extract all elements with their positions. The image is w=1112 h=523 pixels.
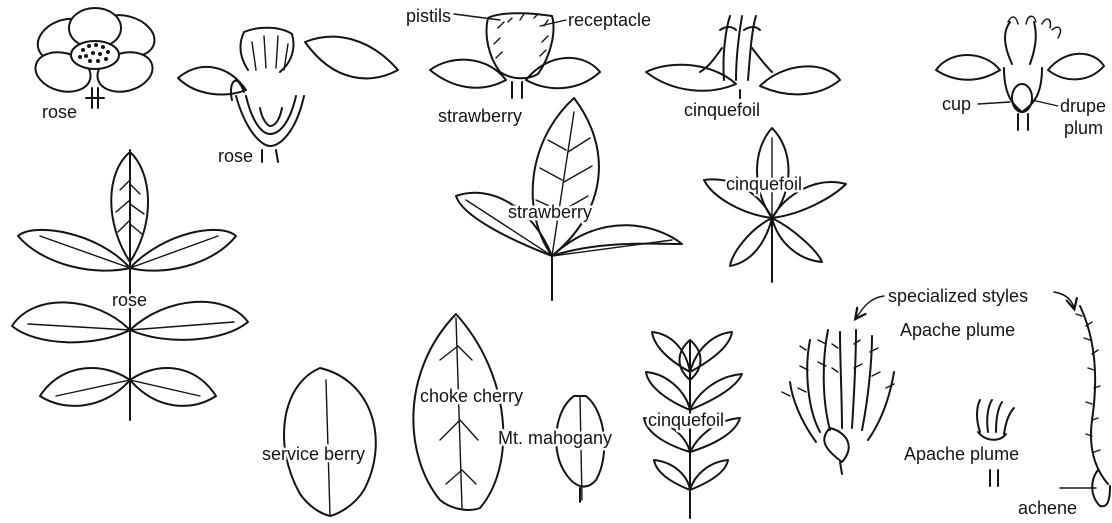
label-plum: plum	[1064, 118, 1103, 138]
label-pistils: pistils	[406, 6, 451, 26]
label-receptacle: receptacle	[568, 10, 651, 30]
label-rose-section: rose	[218, 146, 253, 166]
rose-section-drawing	[178, 28, 398, 162]
rose-leaf-drawing	[12, 150, 248, 420]
service-berry-leaf-drawing	[284, 368, 376, 516]
label-specialized-styles: specialized styles	[888, 286, 1028, 306]
rose-flower-drawing	[31, 8, 159, 108]
apache-plume-small-drawing	[977, 400, 1014, 486]
label-choke-cherry: choke cherry	[420, 386, 523, 406]
label-cinquefoil-leaf-bottom: cinquefoil	[648, 410, 724, 430]
label-strawberry-leaf: strawberry	[508, 202, 592, 222]
label-rose-flower: rose	[42, 102, 77, 122]
label-apache-plume-top: Apache plume	[900, 320, 1015, 340]
label-rose-leaf: rose	[112, 290, 147, 310]
choke-cherry-leaf-drawing	[413, 314, 503, 510]
label-strawberry-flower: strawberry	[438, 106, 522, 126]
strawberry-leaf-drawing	[456, 98, 682, 300]
label-cup: cup	[942, 94, 971, 114]
mt-mahogany-leaf-drawing	[556, 396, 604, 502]
label-apache-plume-bottom: Apache plume	[904, 444, 1019, 464]
label-achene: achene	[1018, 498, 1077, 518]
label-service-berry: service berry	[262, 444, 365, 464]
label-mt-mahogany: Mt. mahogany	[498, 428, 612, 448]
cinquefoil-flower-drawing	[646, 16, 840, 98]
label-drupe: drupe	[1060, 96, 1106, 116]
achene-drawing	[1076, 306, 1110, 506]
label-cinquefoil-leaf-top: cinquefoil	[726, 174, 802, 194]
cinquefoil-leaf-top-drawing	[704, 128, 846, 282]
apache-plume-fruit-drawing	[782, 330, 894, 474]
label-cinquefoil-flower: cinquefoil	[684, 100, 760, 120]
